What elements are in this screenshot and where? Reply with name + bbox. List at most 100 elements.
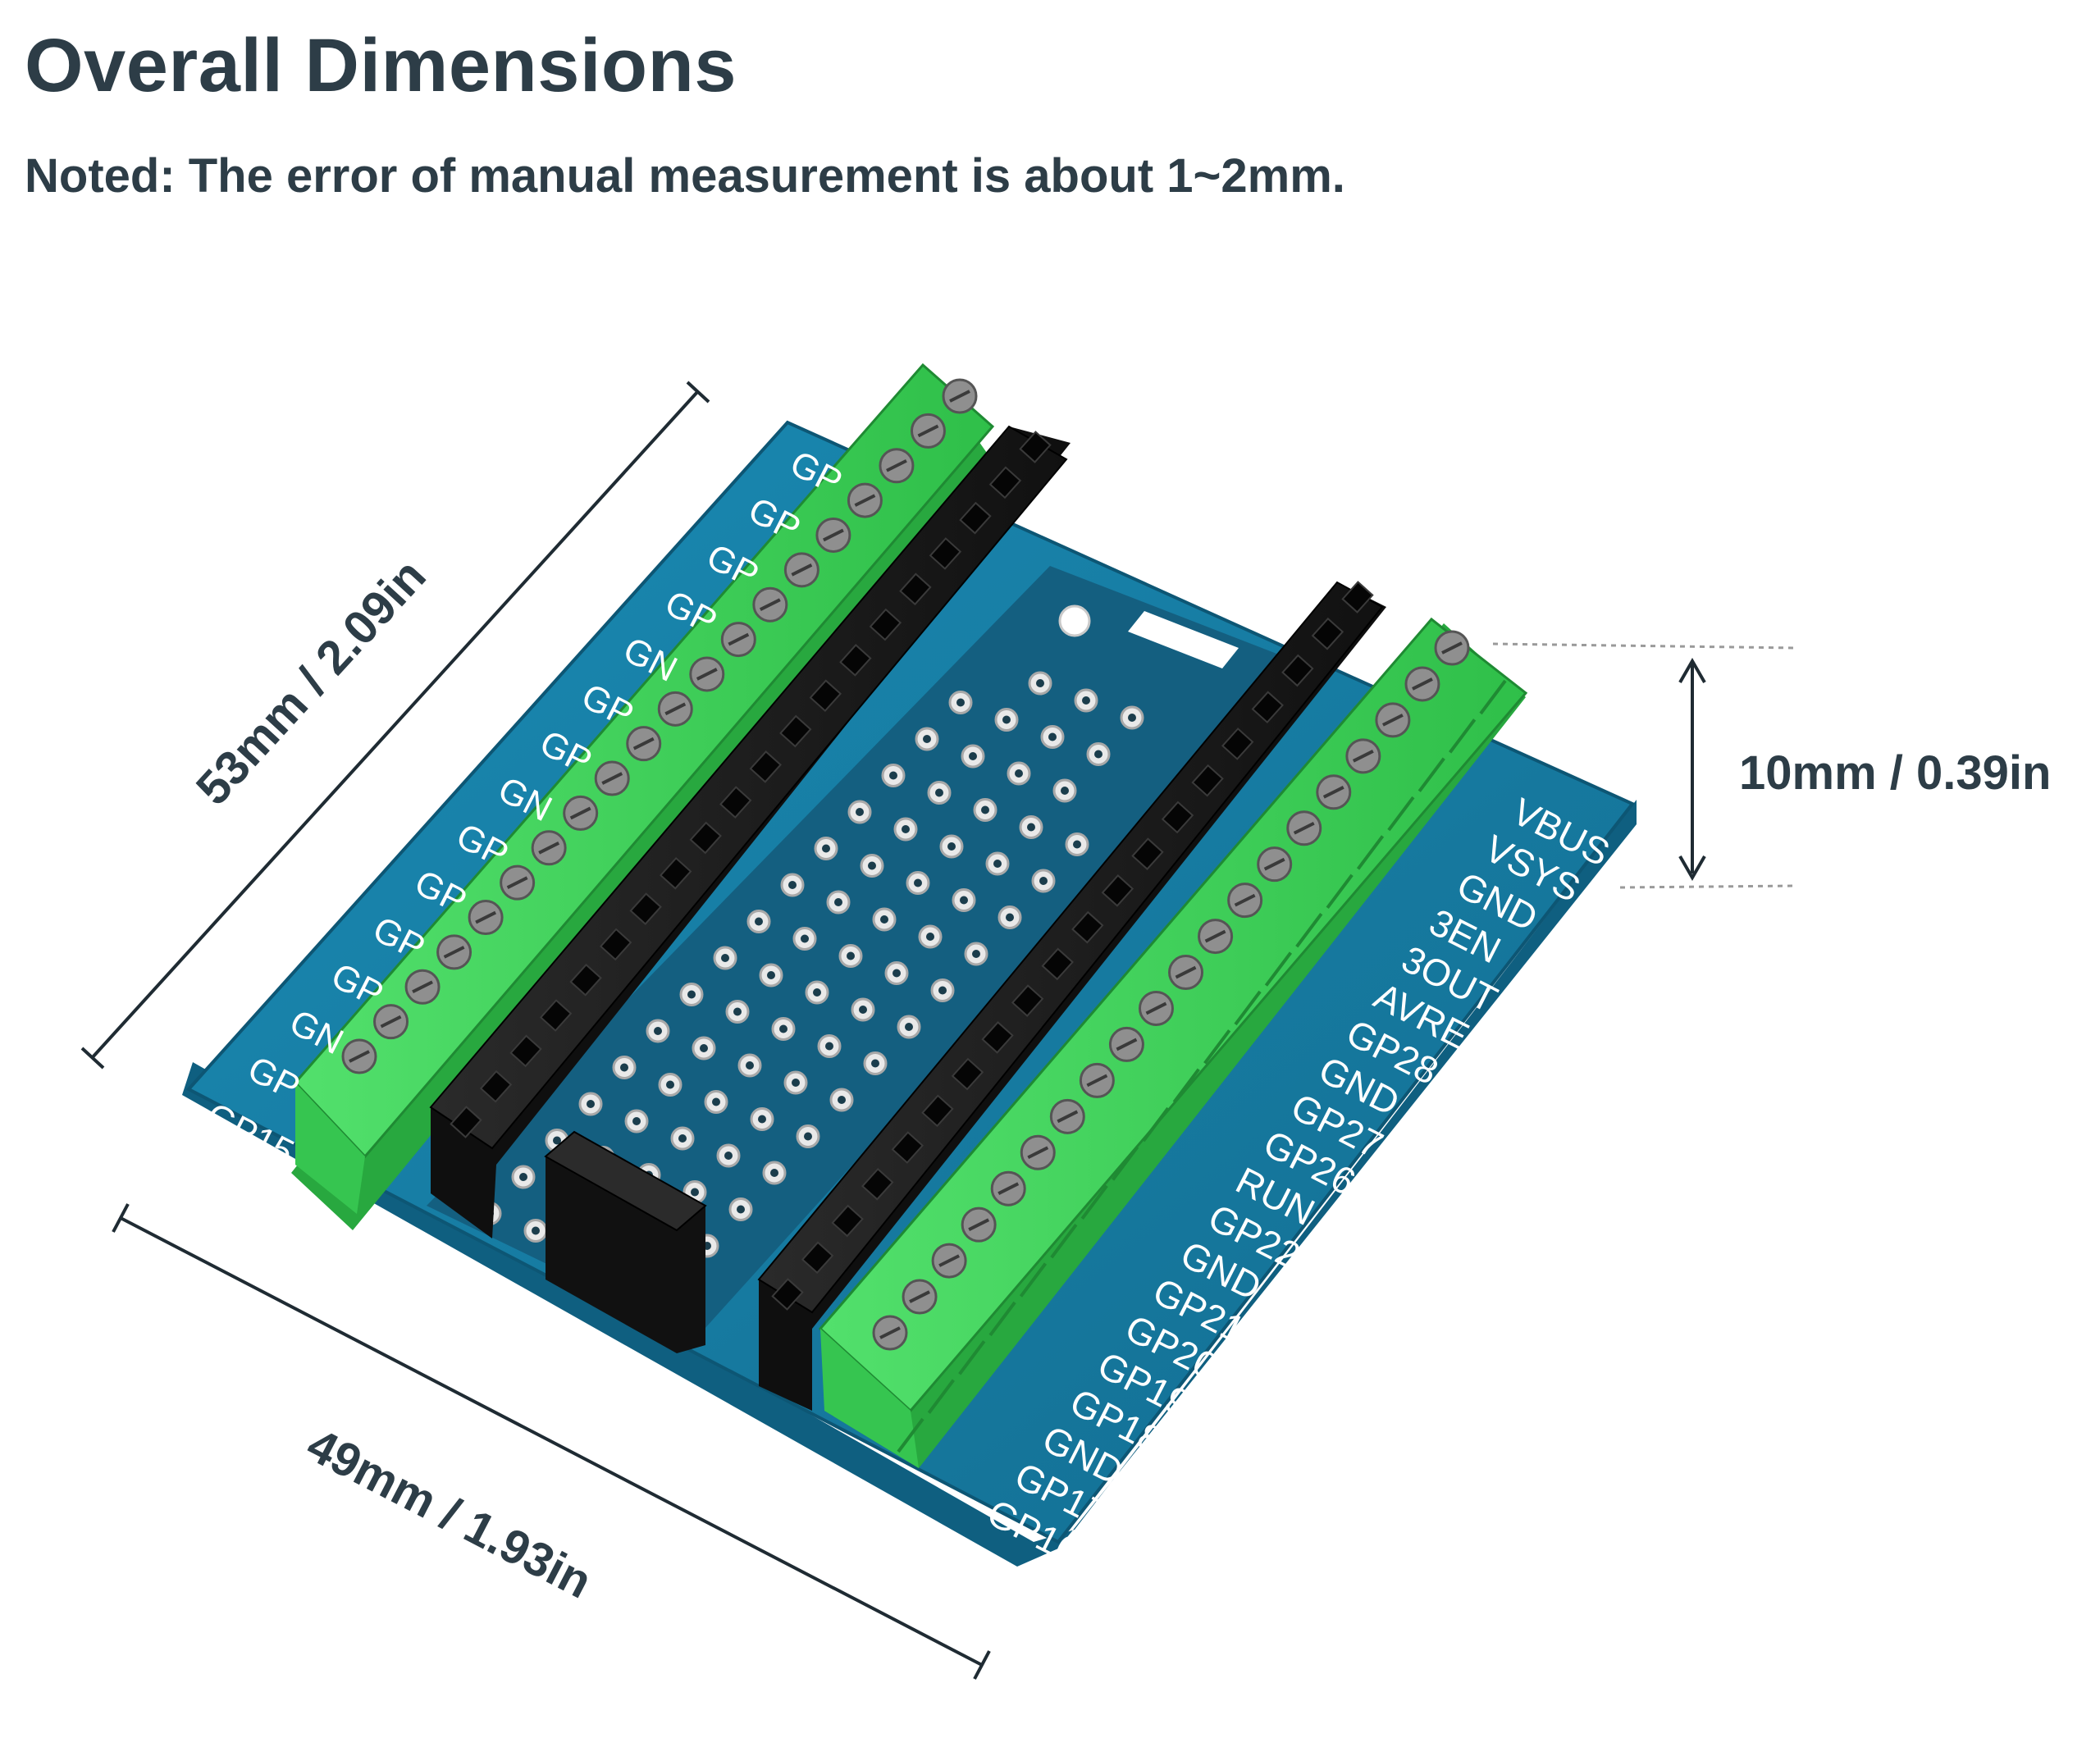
header-socket (1011, 984, 1044, 1017)
screw-slot (506, 876, 528, 889)
terminal-fin (1387, 796, 1415, 832)
proto-pad-hole (755, 917, 763, 926)
proto-pad-hole (1027, 823, 1035, 832)
header-socket (981, 1020, 1014, 1054)
proto-pad-hole (1061, 787, 1069, 795)
proto-pad-hole (871, 1059, 879, 1068)
header-socket (539, 999, 573, 1032)
proto-pad-hole (721, 954, 729, 962)
proto-pad-hole (859, 1006, 867, 1014)
screw-slot (998, 1182, 1020, 1195)
header-socket (809, 679, 842, 713)
measurement-note: Noted: The error of manual measurement i… (25, 149, 1345, 203)
proto-pad-hole (553, 1136, 561, 1145)
screw-slot (1145, 1001, 1167, 1015)
screw-slot (601, 772, 623, 785)
header-socket (1221, 728, 1254, 760)
proto-pad-hole (972, 950, 980, 958)
screw-slot (632, 737, 655, 750)
header-socket (959, 501, 992, 535)
screw-slot (1204, 929, 1226, 943)
header-socket (891, 1131, 924, 1164)
header-socket (869, 608, 902, 641)
proto-pad-hole (687, 990, 696, 999)
proto-pad-hole (801, 934, 809, 943)
header-socket (1041, 947, 1074, 981)
width-tick-end (973, 1650, 991, 1680)
proto-pad-hole (587, 1100, 595, 1108)
header-socket (1251, 691, 1284, 724)
silk-rect (1128, 611, 1239, 668)
header-socket (659, 856, 692, 890)
proto-pad-hole (792, 1079, 800, 1087)
terminal-fin (1172, 1068, 1200, 1103)
screw-slot (1175, 965, 1197, 979)
header-socket (801, 1241, 834, 1275)
header-socket (1281, 654, 1314, 687)
left-screw-row (341, 378, 978, 1074)
proto-pad-grid (477, 671, 1144, 1258)
screw-slot (569, 806, 591, 820)
proto-pad-hole (969, 752, 977, 760)
terminal-fin (1080, 1184, 1108, 1220)
header-socket (771, 1278, 804, 1311)
proto-pad-hole (813, 988, 821, 997)
screw-slot (475, 910, 496, 924)
header-socket (450, 1106, 482, 1138)
length-dimension-line (90, 390, 699, 1060)
proto-pad-hole (758, 1115, 766, 1124)
terminal-fin (1449, 718, 1477, 754)
screw-slot (854, 494, 876, 507)
screw-slot (1057, 1110, 1079, 1124)
proto-pad-hole (1015, 769, 1023, 778)
proto-pad-hole (632, 1117, 641, 1125)
proto-pad-hole (889, 771, 897, 780)
proto-pad-hole (834, 898, 842, 906)
header-socket (719, 786, 752, 819)
screw-slot (412, 980, 433, 994)
length-dimension-label: 53mm / 2.09in (186, 549, 436, 814)
screw-slot (1293, 821, 1315, 835)
proto-pad-hole (700, 1044, 708, 1052)
terminal-fin (1050, 1223, 1078, 1259)
length-tick-end (686, 381, 710, 404)
proto-pad-hole (856, 808, 864, 816)
height-dimension: 10mm / 0.39in (1492, 642, 2051, 889)
proto-pad-hole (902, 825, 910, 833)
proto-pad-hole (822, 844, 830, 853)
header-socket (988, 466, 1022, 499)
screw-slot (909, 1290, 930, 1303)
proto-pad-hole (956, 698, 965, 707)
proto-pad-hole (746, 1061, 754, 1070)
screw-slot (1234, 893, 1256, 907)
height-guide-top (1492, 642, 1797, 650)
screw-slot (1352, 750, 1374, 763)
header-socket (921, 1094, 954, 1128)
header-socket (1191, 764, 1224, 797)
proto-pad-hole (947, 842, 956, 851)
proto-pad-hole (666, 1080, 674, 1089)
height-arrow-top (1678, 657, 1706, 683)
screw-slot (728, 632, 750, 646)
header-socket (689, 821, 722, 855)
proto-pad-hole (926, 933, 934, 941)
header-socket (1071, 910, 1104, 944)
header-socket (629, 892, 662, 925)
proto-pad-hole (733, 1007, 742, 1016)
proto-pad-hole (724, 1152, 733, 1160)
terminal-fin (897, 1417, 924, 1453)
header-socket (831, 1204, 864, 1238)
header-socket (899, 572, 932, 606)
header-socket (951, 1057, 984, 1091)
proto-pad-hole (960, 896, 968, 905)
proto-pad-hole (938, 986, 947, 995)
proto-pad-hole (923, 735, 931, 743)
proto-pad-hole (892, 969, 901, 978)
header-socket (839, 644, 872, 677)
proto-pad-hole (779, 1024, 788, 1033)
terminal-fin (1234, 990, 1262, 1026)
proto-pad-hole (914, 878, 922, 887)
left-terminal-front (295, 1083, 365, 1214)
header-socket (599, 928, 632, 961)
terminal-fin (958, 1340, 986, 1375)
